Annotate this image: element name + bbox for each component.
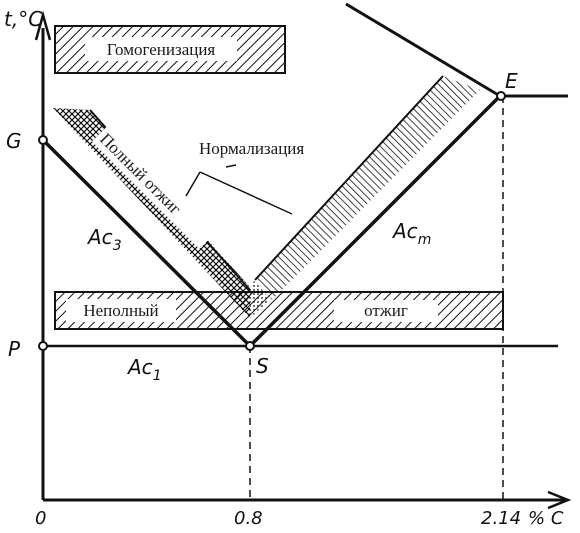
x-tick-0: 0	[35, 508, 46, 529]
partial-anneal-right-label: отжиг	[364, 301, 408, 320]
ac3-sub: 3	[113, 238, 122, 254]
x-axis-unit: % C	[528, 508, 564, 529]
y-axis-arrow	[34, 10, 52, 41]
line-se	[248, 94, 502, 348]
ac3-label: Ac3	[86, 225, 122, 254]
normalization-region	[255, 76, 480, 300]
ac1-sub: 1	[153, 368, 162, 384]
homogenization-label: Гомогенизация	[107, 40, 216, 59]
line-gs	[41, 138, 252, 348]
point-p-label: P	[8, 337, 21, 361]
partial-anneal-left-label: Неполный	[83, 301, 158, 320]
point-s-label: S	[256, 354, 269, 378]
homogenization-band: Гомогенизация	[54, 25, 286, 74]
point-g-marker	[38, 135, 48, 145]
normalization-label: Нормализация	[199, 139, 304, 158]
x-tick-0-8: 0.8	[234, 508, 263, 529]
point-s-marker	[245, 341, 255, 351]
y-axis-label: t,°C	[4, 7, 42, 31]
partial-anneal-band: Неполный отжиг	[54, 291, 504, 330]
point-markers	[38, 91, 506, 351]
acm-label: Acm	[391, 219, 431, 248]
point-p-marker	[38, 341, 48, 351]
point-e-marker	[496, 91, 506, 101]
full-anneal-region	[53, 108, 270, 318]
ac3-main: Ac	[86, 225, 113, 249]
normalization-inner-edge	[254, 75, 444, 281]
line-solidus	[345, 2, 501, 98]
x-tick-2-14: 2.14	[481, 508, 521, 529]
point-g-label: G	[6, 129, 22, 153]
point-e-label: E	[505, 69, 518, 93]
ac1-label: Ac1	[126, 355, 162, 384]
acm-main: Ac	[391, 219, 418, 243]
ac1-main: Ac	[126, 355, 153, 379]
axes	[34, 10, 572, 510]
x-axis-arrow	[547, 490, 572, 510]
acm-sub: m	[418, 232, 432, 248]
normalization-leader	[185, 164, 293, 215]
